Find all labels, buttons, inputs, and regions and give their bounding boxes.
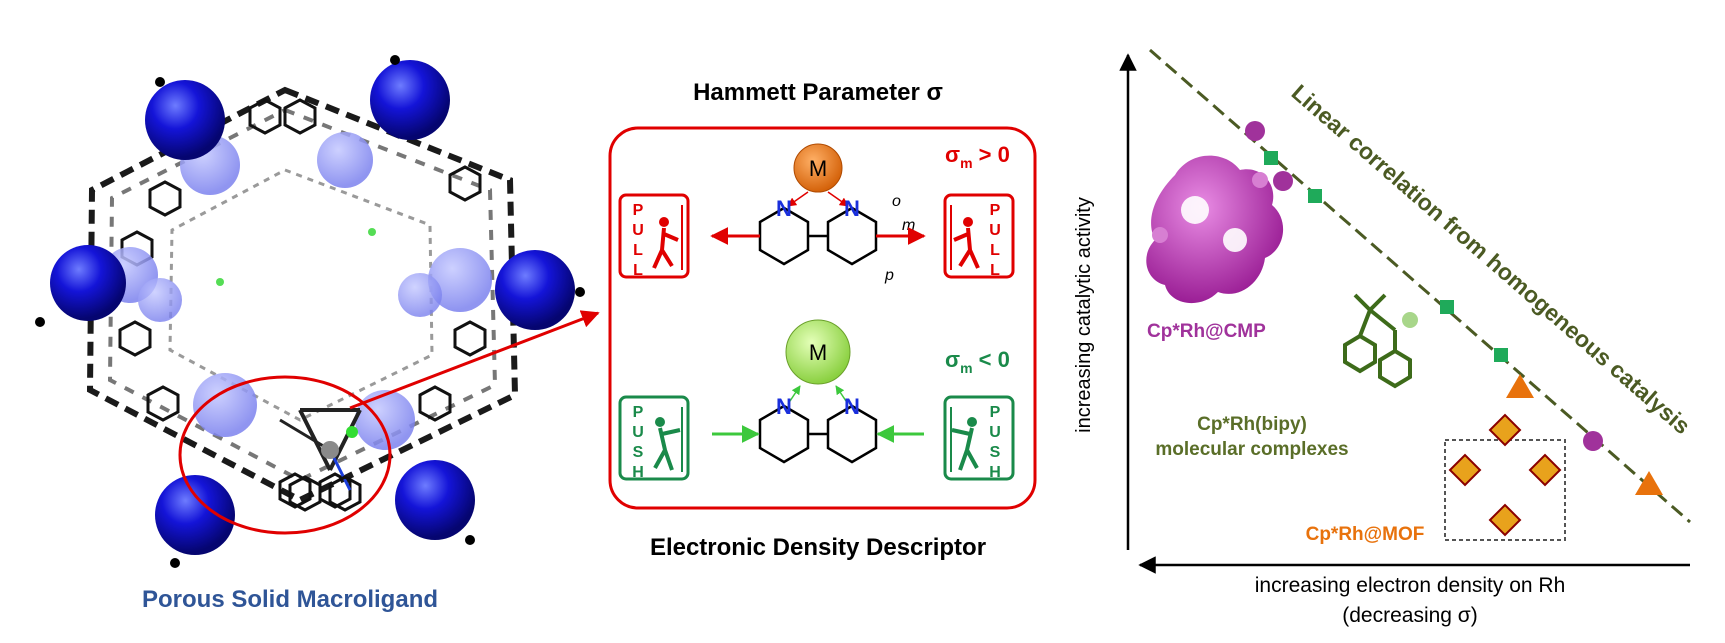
svg-text:L: L — [633, 262, 643, 279]
activity-plot — [1119, 48, 1691, 574]
y-axis-label: increasing catalytic activity — [1073, 197, 1095, 433]
marker-square-3 — [1440, 300, 1454, 314]
cmp-structure-illustration — [1146, 155, 1284, 304]
marker-mof-2 — [1635, 471, 1663, 495]
pos-m: m — [902, 217, 915, 234]
svg-text:L: L — [990, 242, 1000, 259]
bipyridine-top: M N N o m p — [710, 143, 926, 284]
n-atom-left: N — [776, 196, 792, 221]
svg-text:H: H — [632, 464, 644, 481]
push-sign-right: P U S H — [943, 395, 1015, 481]
n-atom-right: N — [844, 196, 860, 221]
metal-label-top: M — [809, 156, 827, 181]
sigma-positive: σm > 0 — [945, 142, 1010, 171]
n-atom-right-b: N — [844, 394, 860, 419]
marker-square-1 — [1264, 151, 1278, 165]
hammett-title: Hammett Parameter σ — [693, 79, 943, 106]
electronic-density-footer: Electronic Density Descriptor — [650, 534, 986, 561]
metal-green — [785, 319, 851, 385]
metal-label-bottom: M — [809, 340, 827, 365]
svg-text:P: P — [633, 202, 644, 219]
x-axis-label: increasing electron density on Rh — [1255, 574, 1566, 597]
svg-text:U: U — [989, 424, 1001, 441]
label-mof: Cp*Rh@MOF — [1306, 524, 1425, 545]
marker-cmp-2 — [1273, 171, 1293, 191]
mof-structure-illustration — [1444, 413, 1566, 541]
push-sign-left: P U S H — [618, 395, 690, 481]
marker-cmp-3 — [1583, 431, 1603, 451]
marker-mof-1 — [1506, 374, 1534, 398]
metal-orange — [793, 143, 843, 193]
svg-text:U: U — [989, 222, 1001, 239]
trend-label: Linear correlation from homogeneous cata… — [1287, 79, 1696, 439]
svg-text:U: U — [632, 222, 644, 239]
svg-text:S: S — [633, 444, 644, 461]
pull-sign-right: P U L L — [943, 193, 1015, 279]
svg-text:P: P — [990, 404, 1001, 421]
porous-framework-illustration — [35, 55, 600, 568]
highlighted-rh-complex — [279, 408, 362, 512]
svg-text:L: L — [633, 242, 643, 259]
porous-solid-caption: Porous Solid Macroligand — [142, 586, 438, 613]
svg-text:H: H — [989, 464, 1001, 481]
sigma-negative: σm < 0 — [945, 347, 1010, 376]
marker-square-4 — [1494, 348, 1508, 362]
pull-sign-left: P U L L — [618, 193, 690, 279]
x-axis-sublabel: (decreasing σ) — [1342, 604, 1478, 627]
bipy-molecule-illustration — [1343, 293, 1418, 389]
marker-cmp-1 — [1245, 121, 1265, 141]
hammett-box — [608, 126, 1037, 510]
zoom-arrow — [349, 310, 600, 410]
label-cmp: Cp*Rh@CMP — [1147, 321, 1266, 342]
svg-text:L: L — [990, 262, 1000, 279]
pos-p: p — [884, 267, 894, 284]
svg-text:S: S — [990, 444, 1001, 461]
label-bipy-1: Cp*Rh(bipy) — [1197, 414, 1307, 435]
svg-text:P: P — [990, 202, 1001, 219]
bipyridine-bottom: M N N — [712, 319, 924, 464]
svg-text:U: U — [632, 424, 644, 441]
pos-o: o — [892, 193, 901, 210]
n-atom-left-b: N — [776, 394, 792, 419]
svg-text:P: P — [633, 404, 644, 421]
label-bipy-2: molecular complexes — [1155, 439, 1348, 460]
marker-square-2 — [1308, 189, 1322, 203]
